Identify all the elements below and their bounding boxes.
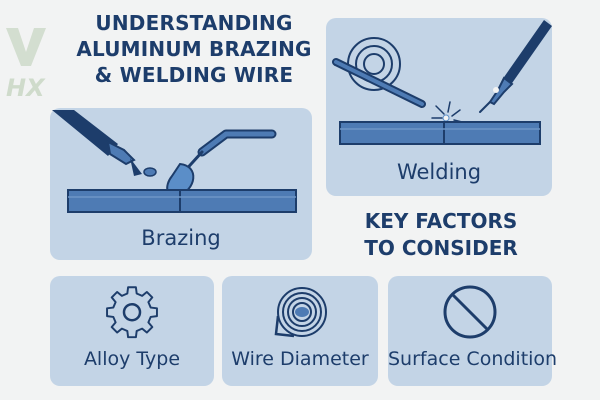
factor-label-alloy-type: Alloy Type — [83, 348, 181, 370]
key-factors-line-2: TO CONSIDER — [364, 236, 518, 260]
gear-icon — [106, 286, 158, 339]
brazing-label: Brazing — [141, 226, 221, 250]
watermark-logo-icon: HX — [6, 28, 46, 102]
brazing-panel: Brazing — [50, 108, 312, 260]
factor-card-alloy-type: Alloy Type — [50, 276, 214, 386]
metal-plates — [67, 189, 297, 213]
watermark-text: HX — [6, 74, 46, 102]
brazing-torch-icon — [52, 110, 157, 177]
title-line-2: ALUMINUM BRAZING — [76, 37, 312, 61]
factor-card-wire-diameter: Wire Diameter — [222, 276, 378, 386]
metal-plates — [339, 121, 541, 145]
welding-panel: Welding — [326, 18, 552, 196]
brazing-illustration — [52, 110, 297, 213]
title-line-1: UNDERSTANDING — [95, 11, 293, 35]
factor-label-surface-condition: Surface Condition — [388, 348, 558, 370]
wire-coil-icon — [274, 287, 327, 338]
prohibited-icon — [443, 285, 497, 339]
welding-illustration — [332, 20, 552, 145]
page-title: UNDERSTANDING ALUMINUM BRAZING & WELDING… — [58, 10, 330, 88]
factor-card-surface-condition: Surface Condition — [388, 276, 558, 386]
key-factors-heading: KEY FACTORS TO CONSIDER — [336, 208, 546, 262]
factor-label-wire-diameter: Wire Diameter — [231, 348, 369, 370]
key-factors-line-1: KEY FACTORS — [364, 209, 518, 233]
welding-torch-icon — [479, 20, 552, 113]
welding-label: Welding — [396, 160, 482, 184]
title-line-3: & WELDING WIRE — [94, 63, 294, 87]
feed-wire-icon — [332, 58, 426, 108]
